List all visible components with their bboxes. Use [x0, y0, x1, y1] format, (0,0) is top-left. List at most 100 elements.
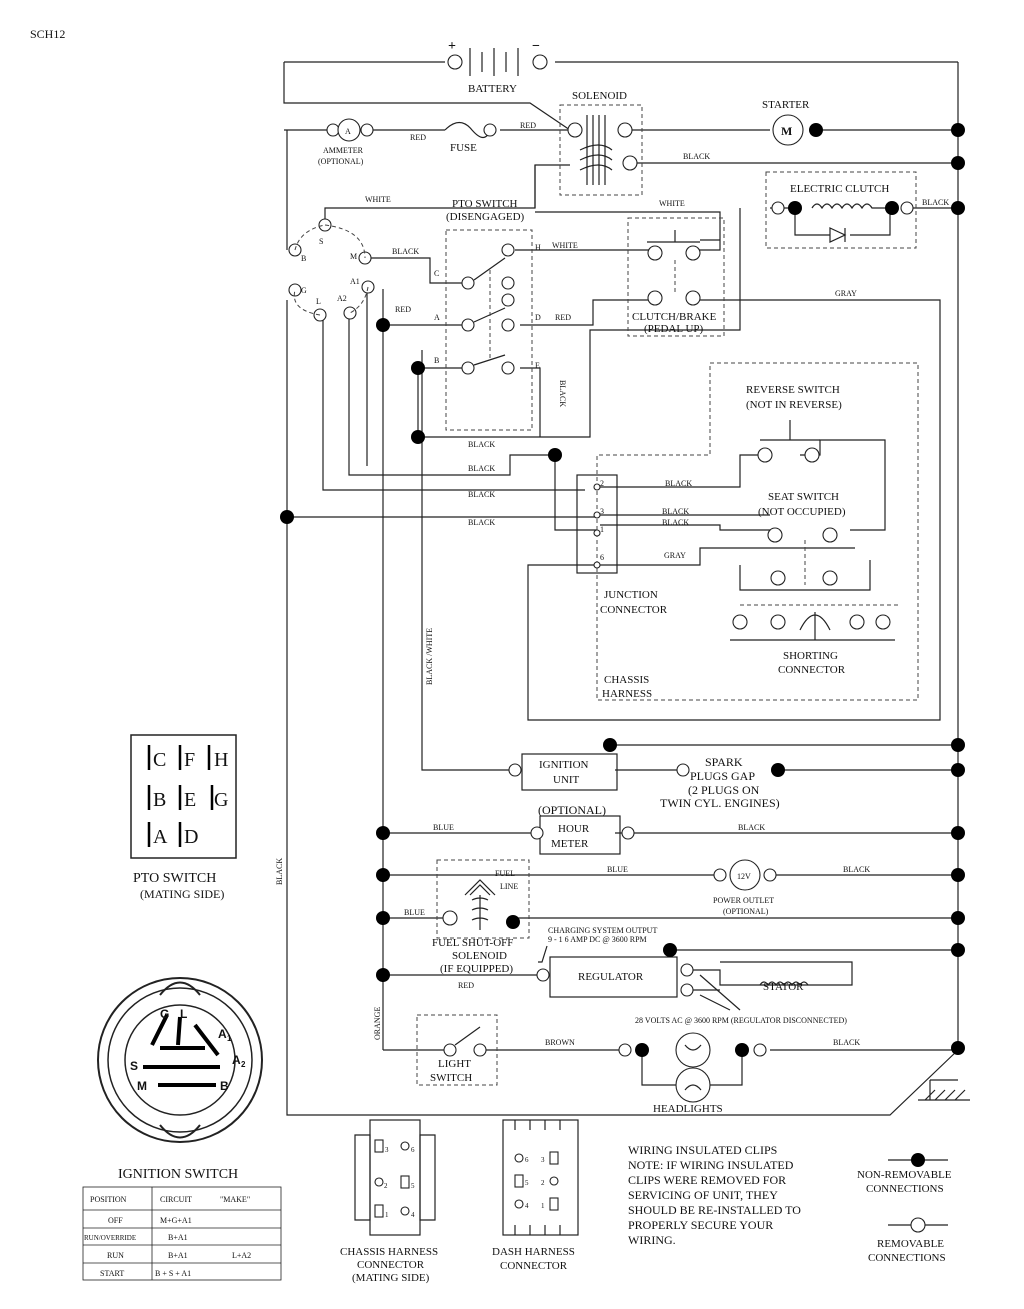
svg-text:HARNESS: HARNESS	[602, 688, 652, 700]
svg-text:CONNECTIONS: CONNECTIONS	[866, 1183, 944, 1195]
svg-text:B: B	[220, 1079, 229, 1093]
svg-text:PLUGS GAP: PLUGS GAP	[690, 769, 755, 783]
svg-text:WHITE: WHITE	[365, 195, 391, 204]
svg-text:(MATING SIDE): (MATING SIDE)	[140, 887, 224, 901]
svg-text:BLACK: BLACK	[662, 507, 689, 516]
svg-text:FUEL: FUEL	[495, 869, 515, 878]
svg-text:CLUTCH/BRAKE: CLUTCH/BRAKE	[632, 311, 717, 323]
svg-text:SEAT SWITCH: SEAT SWITCH	[768, 491, 839, 503]
svg-text:IGNITION SWITCH: IGNITION SWITCH	[118, 1167, 238, 1182]
wires	[283, 61, 959, 1116]
svg-text:WIRING.: WIRING.	[628, 1233, 676, 1247]
svg-text:REGULATOR: REGULATOR	[578, 971, 644, 983]
svg-text:H: H	[535, 243, 541, 252]
svg-text:UNIT: UNIT	[553, 774, 580, 786]
svg-text:A2: A2	[337, 294, 347, 303]
svg-text:RUN/OVERRIDE: RUN/OVERRIDE	[84, 1234, 136, 1242]
clutch-brake-switch: WHITE CLUTCH/BRAKE (PEDAL UP) GRAY BLACK…	[410, 121, 949, 337]
svg-text:NON-REMOVABLE: NON-REMOVABLE	[857, 1169, 952, 1181]
svg-text:REVERSE SWITCH: REVERSE SWITCH	[746, 384, 840, 396]
svg-text:PROPERLY SECURE YOUR: PROPERLY SECURE YOUR	[628, 1218, 773, 1232]
svg-text:S: S	[130, 1059, 138, 1073]
ignition-table: POSITION CIRCUIT "MAKE" OFF M+G+A1 RUN/O…	[82, 1186, 282, 1281]
svg-text:BLACK: BLACK	[468, 490, 495, 499]
svg-text:1: 1	[227, 1034, 232, 1043]
svg-text:L+A2: L+A2	[232, 1251, 251, 1260]
svg-text:GRAY: GRAY	[664, 551, 686, 560]
svg-text:(NOT OCCUPIED): (NOT OCCUPIED)	[758, 506, 846, 518]
svg-text:2: 2	[384, 1182, 388, 1190]
svg-text:SHOULD BE RE-INSTALLED TO: SHOULD BE RE-INSTALLED TO	[628, 1203, 801, 1217]
svg-text:AMMETER: AMMETER	[323, 146, 364, 155]
svg-text:A: A	[232, 1053, 241, 1067]
svg-text:12V: 12V	[737, 872, 751, 881]
svg-text:G: G	[214, 789, 228, 811]
svg-text:WHITE: WHITE	[659, 199, 685, 208]
svg-text:(OPTIONAL): (OPTIONAL)	[318, 157, 364, 166]
svg-text:CONNECTOR: CONNECTOR	[778, 664, 846, 676]
svg-text:D: D	[535, 313, 541, 322]
headlights: HEADLIGHTS	[618, 1032, 767, 1115]
hour-meter: (OPTIONAL) HOUR METER BLUE BLACK	[433, 803, 765, 855]
svg-text:NOTE: IF WIRING INSULATED: NOTE: IF WIRING INSULATED	[628, 1158, 794, 1172]
svg-text:D: D	[184, 826, 198, 848]
svg-text:BLACK: BLACK	[738, 823, 765, 832]
svg-text:LIGHT: LIGHT	[438, 1058, 471, 1070]
svg-text:6: 6	[600, 553, 604, 562]
svg-text:M: M	[781, 124, 792, 138]
svg-text:RED: RED	[555, 313, 571, 322]
svg-text:BLACK: BLACK	[683, 152, 710, 161]
svg-text:C: C	[153, 749, 166, 771]
svg-text:H: H	[214, 749, 228, 771]
svg-text:PTO SWITCH: PTO SWITCH	[452, 198, 518, 210]
svg-text:(NOT IN REVERSE): (NOT IN REVERSE)	[746, 399, 842, 411]
svg-text:3: 3	[541, 1156, 545, 1164]
svg-text:WIRING INSULATED CLIPS: WIRING INSULATED CLIPS	[628, 1143, 777, 1157]
wiring-note: WIRING INSULATED CLIPS NOTE: IF WIRING I…	[628, 1143, 801, 1247]
svg-text:GRAY: GRAY	[835, 289, 857, 298]
svg-text:HEADLIGHTS: HEADLIGHTS	[653, 1103, 723, 1115]
svg-text:CONNECTIONS: CONNECTIONS	[868, 1252, 946, 1264]
ignition-unit: IGNITION UNIT SPARK PLUGS GAP (2 PLUGS O…	[508, 753, 780, 810]
svg-text:4: 4	[525, 1202, 529, 1210]
svg-text:(2 PLUGS ON: (2 PLUGS ON	[688, 783, 760, 797]
svg-text:BLACK: BLACK	[558, 380, 567, 407]
svg-text:6: 6	[411, 1146, 415, 1154]
svg-text:G: G	[301, 286, 307, 295]
svg-text:WHITE: WHITE	[552, 241, 578, 250]
svg-text:SOLENOID: SOLENOID	[572, 90, 627, 102]
electric-clutch: ELECTRIC CLUTCH	[765, 171, 917, 249]
svg-text:METER: METER	[551, 838, 589, 850]
svg-text:HOUR: HOUR	[558, 823, 590, 835]
svg-text:POSITION: POSITION	[90, 1195, 127, 1204]
svg-text:STARTER: STARTER	[762, 99, 810, 111]
ignition-switch-schematic: S B G L A2 A1 M WHITE BLACK RED	[288, 195, 419, 322]
svg-text:BLACK: BLACK	[833, 1038, 860, 1047]
svg-text:DASH HARNESS: DASH HARNESS	[492, 1246, 575, 1258]
junction-connector: 2 3 1 6 BLACK BLACK BLACK GRAY BLACK BLA…	[275, 440, 692, 885]
svg-text:RED: RED	[520, 121, 536, 130]
svg-text:POWER OUTLET: POWER OUTLET	[713, 896, 774, 905]
svg-text:RED: RED	[395, 305, 411, 314]
svg-text:LINE: LINE	[500, 882, 518, 891]
svg-text:2: 2	[541, 1179, 545, 1187]
svg-text:BROWN: BROWN	[545, 1038, 575, 1047]
regulator: CHARGING SYSTEM OUTPUT 9 - 1 6 AMP DC @ …	[458, 926, 847, 1025]
svg-text:9 - 1 6 AMP DC @ 3600 RPM: 9 - 1 6 AMP DC @ 3600 RPM	[548, 935, 647, 944]
svg-text:ORANGE: ORANGE	[373, 1007, 382, 1040]
svg-text:3: 3	[385, 1146, 389, 1154]
svg-text:CHARGING SYSTEM OUTPUT: CHARGING SYSTEM OUTPUT	[548, 926, 657, 935]
svg-text:6: 6	[525, 1156, 529, 1164]
svg-text:BLACK: BLACK	[468, 518, 495, 527]
svg-text:SOLENOID: SOLENOID	[452, 950, 507, 962]
svg-text:PTO SWITCH: PTO SWITCH	[133, 871, 216, 886]
ammeter: A AMMETER (OPTIONAL)	[318, 118, 374, 166]
svg-text:A: A	[434, 313, 440, 322]
svg-text:BLACK: BLACK	[275, 858, 284, 885]
svg-text:IGNITION: IGNITION	[539, 759, 589, 771]
svg-text:A1: A1	[350, 277, 360, 286]
fuel-shutoff-solenoid: FUEL LINE FUEL SHUT-OFF SOLENOID (IF EQU…	[404, 859, 530, 975]
svg-text:M+G+A1: M+G+A1	[160, 1216, 192, 1225]
svg-text:(PEDAL UP): (PEDAL UP)	[644, 323, 704, 335]
